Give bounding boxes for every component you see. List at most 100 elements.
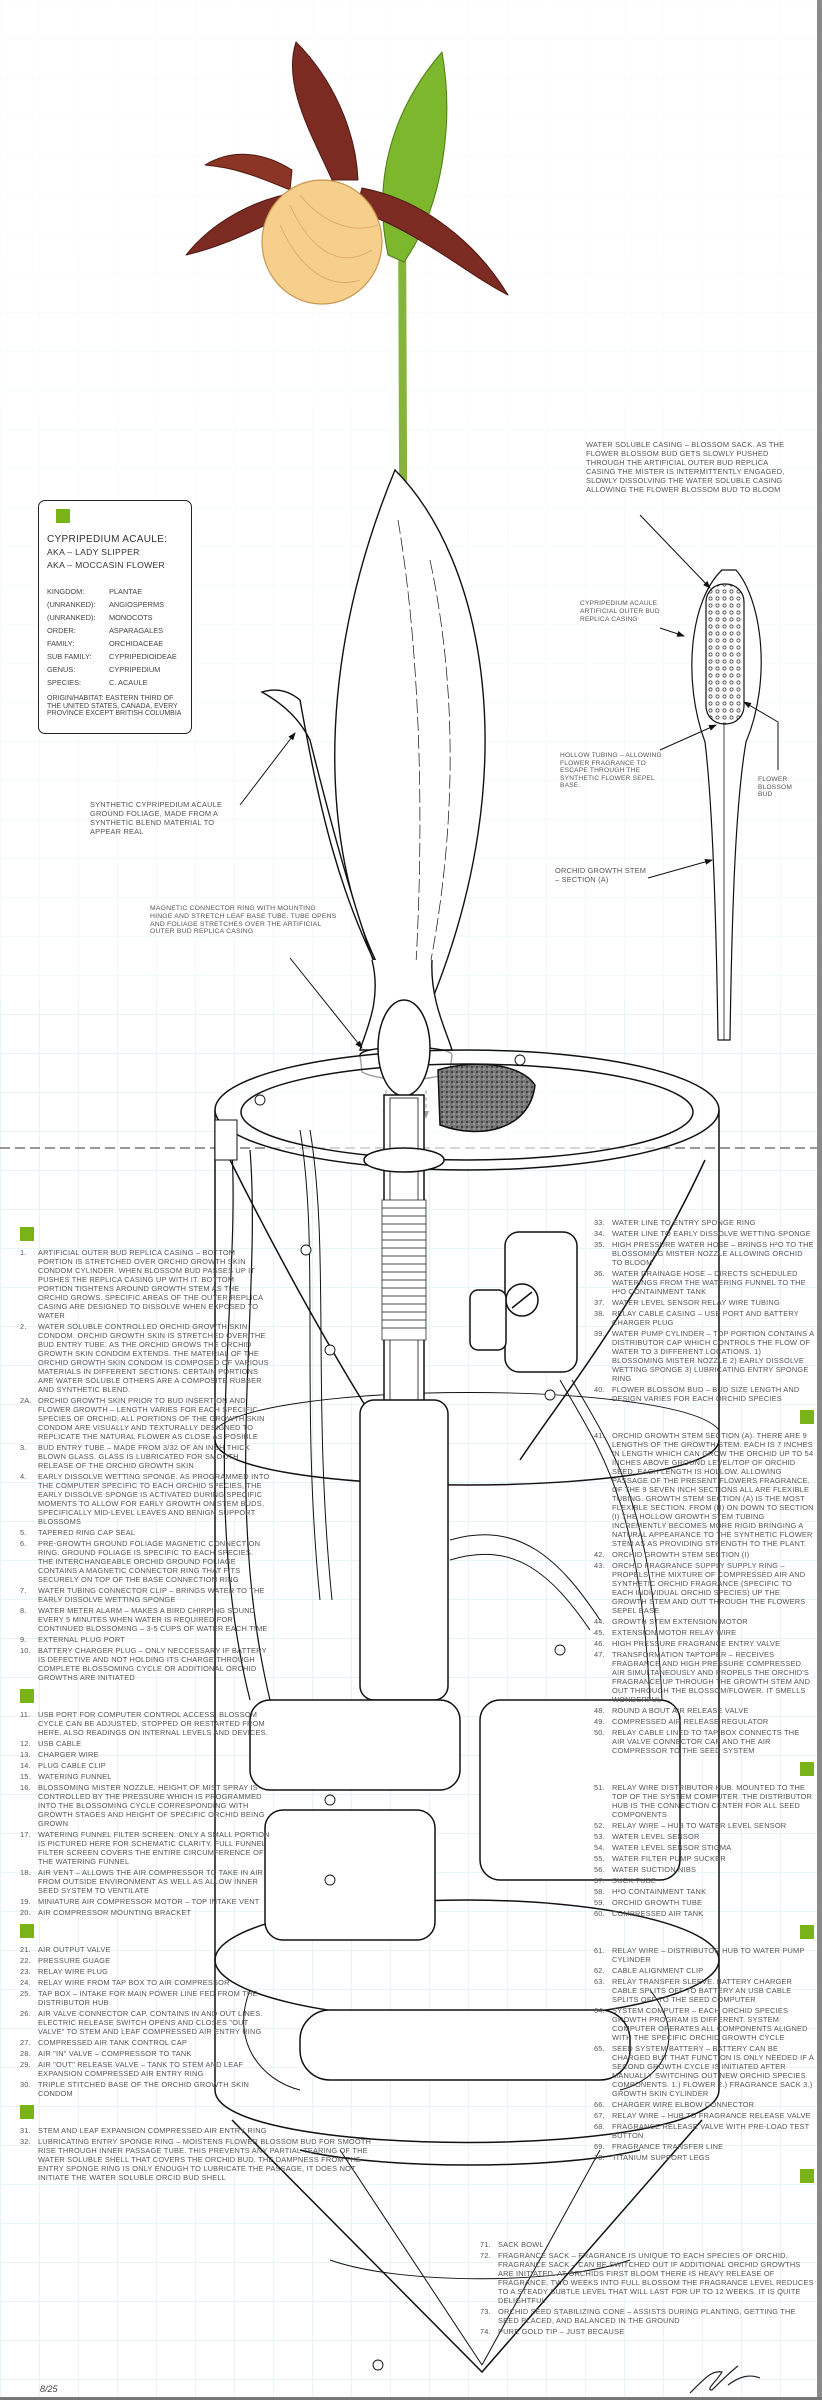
note-number: 56. [594, 1865, 605, 1874]
note-number: 71. [480, 2240, 491, 2249]
note-number: 36. [594, 1269, 605, 1278]
note-text: WATER TUBING CONNECTOR CLIP – BRINGS WAT… [38, 1586, 265, 1604]
note-number: 33. [594, 1218, 605, 1227]
note-number: 46. [594, 1639, 605, 1648]
taxonomy-rank: (UNRANKED): [47, 600, 96, 609]
note-number: 55. [594, 1854, 605, 1863]
note-item: 60.COMPRESSED AIR TANK [594, 1909, 814, 1918]
note-number: 64. [594, 2006, 605, 2015]
note-item: 41.ORCHID GROWTH STEM SECTION (A). THERE… [594, 1431, 814, 1548]
pouch-lip [261, 179, 383, 305]
note-text: FRAGRANCE SACK – FRAGRANCE IS UNIQUE TO … [498, 2251, 814, 2305]
note-number: 9. [20, 1635, 27, 1644]
note-text: USB PORT FOR COMPUTER CONTROL ACCESS. BL… [38, 1710, 269, 1737]
note-item: 34. WATER LINE TO EARLY DISSOLVE WETTING … [594, 1229, 814, 1238]
note-text: CHARGER WIRE ELBOW CONNECTOR [612, 2100, 755, 2109]
green-marker [20, 1689, 34, 1703]
note-item: 9.EXTERNAL PLUG PORT [20, 1635, 270, 1644]
note-number: 69. [594, 2142, 605, 2151]
note-text: RELAY WIRE FROM TAP BOX TO AIR COMPRESSO… [38, 1978, 230, 1987]
note-item: 64. SYSTEM COMPUTER – EACH ORCHID SPECIES… [594, 2006, 814, 2042]
note-item: 71.SACK BOWL [480, 2240, 814, 2249]
note-number: 44. [594, 1617, 605, 1626]
note-item: 13.CHARGER WIRE [20, 1750, 270, 1759]
note-text: TITANIUM SUPPORT LEGS [612, 2153, 710, 2162]
note-item: 72.FRAGRANCE SACK – FRAGRANCE IS UNIQUE … [480, 2251, 814, 2305]
note-text: ROUND A BOUT AIR RELEASE VALVE [612, 1706, 749, 1715]
note-number: 27. [20, 2038, 31, 2047]
note-number: 52. [594, 1821, 605, 1830]
note-number: 6. [20, 1539, 27, 1548]
taxonomy-rank: SPECIES: [47, 678, 82, 687]
note-number: 35. [594, 1240, 605, 1249]
note-text: WATERING FUNNEL FILTER SCREEN. ONLY A SM… [38, 1830, 270, 1866]
note-number: 38. [594, 1309, 605, 1318]
note-item: 55.WATER FILTER PUMP SUCKER [594, 1854, 814, 1863]
note-item: 56.WATER SUCTION NIBS [594, 1865, 814, 1874]
note-number: 29. [20, 2060, 31, 2069]
note-item: 74.PURE GOLD TIP – JUST BECAUSE [480, 2327, 814, 2336]
note-item: 17.WATERING FUNNEL FILTER SCREEN. ONLY A… [20, 1830, 270, 1866]
note-number: 8. [20, 1606, 27, 1615]
green-marker [800, 1762, 814, 1776]
note-item: 11.USB PORT FOR COMPUTER CONTROL ACCESS.… [20, 1710, 270, 1737]
green-marker [20, 2105, 34, 2119]
note-item: 22. PRESSURE GUAGE [20, 1956, 270, 1965]
note-item: 18.AIR VENT – ALLOWS THE AIR COMPRESSOR … [20, 1868, 270, 1895]
note-number: 30. [20, 2080, 31, 2089]
note-number: 74. [480, 2327, 491, 2336]
note-text: H²O CONTAINMENT TANK [612, 1887, 707, 1896]
taxonomy-rank: GENUS: [47, 665, 76, 674]
note-item: 42.ORCHID GROWTH STEM SECTION (I) [594, 1550, 814, 1559]
note-number: 53. [594, 1832, 605, 1841]
green-marker [20, 1227, 34, 1241]
note-text: RELAY TRANSFER SLEEVE. BATTERY CHARGER C… [612, 1977, 793, 2004]
note-text: COMPRESSED AIR TANK CONTROL CAP [38, 2038, 187, 2047]
note-item: 26.AIR VALVE CONNECTOR CAP. CONTAINS IN … [20, 2009, 270, 2036]
note-text: PLUG CABLE CLIP [38, 1761, 106, 1770]
note-number: 25. [20, 1989, 31, 1998]
note-item: 10.BATTERY CHARGER PLUG – ONLY NECCESSAR… [20, 1646, 270, 1682]
note-item: 63.RELAY TRANSFER SLEEVE. BATTERY CHARGE… [594, 1977, 814, 2004]
note-item: 36.WATER DRAINAGE HOSE – DIRECTS SCHEDUL… [594, 1269, 814, 1296]
taxonomy-rank: ORDER: [47, 626, 76, 635]
taxonomy-row: (UNRANKED):ANGIOSPERMS [47, 598, 189, 611]
green-marker [56, 509, 70, 523]
note-item: 61.RELAY WIRE – DISTRIBUTOR HUB TO WATER… [594, 1946, 814, 1964]
note-item: 58.H²O CONTAINMENT TANK [594, 1887, 814, 1896]
note-text: SYSTEM COMPUTER – EACH ORCHID SPECIES GR… [612, 2006, 808, 2042]
note-number: 68. [594, 2122, 605, 2131]
taxonomy-row: ORDER: ASPARAGALES [47, 624, 189, 637]
note-item: 30.TRIPLE STITCHED BASE OF THE ORCHID GR… [20, 2080, 270, 2098]
annotation-growth-stem-a: ORCHID GROWTH STEM – SECTION (A) [555, 866, 647, 884]
note-number: 4. [20, 1472, 27, 1481]
note-number: 15. [20, 1772, 31, 1781]
note-text: MINIATURE AIR COMPRESSOR MOTOR – TOP INT… [38, 1897, 260, 1906]
note-text: RELAY WIRE – HUB TO WATER LEVEL SENSOR [612, 1821, 787, 1830]
note-item: 2.WATER SOLUBLE CONTROLLED ORCHID GROWTH… [20, 1322, 270, 1394]
note-text: WATER LINE TO EARLY DISSOLVE WETTING SPO… [612, 1229, 811, 1238]
taxonomy-row: SUB FAMILY:CYPRIPEDIOIDEAE [47, 650, 189, 663]
note-number: 34. [594, 1229, 605, 1238]
taxonomy-title: CYPRIPEDIUM ACAULE: AKA – LADY SLIPPER A… [47, 533, 189, 572]
note-text: WATER LEVEL SENSOR RELAY WIRE TUBING [612, 1298, 780, 1307]
note-item: 45.EXTENSION MOTOR RELAY WIRE [594, 1628, 814, 1637]
dorsal-sepal [291, 41, 359, 181]
note-number: 39. [594, 1329, 605, 1338]
notes-column-bottom: 71.SACK BOWL 72.FRAGRANCE SACK – FRAGRANC… [480, 2240, 814, 2336]
note-item: 49.COMPRESSED AIR RELEASE REGULATOR [594, 1717, 814, 1726]
taxonomy-value: ASPARAGALES [109, 626, 164, 635]
note-text: RELAY WIRE – DISTRIBUTOR HUB TO WATER PU… [612, 1946, 805, 1964]
note-text: RELAY WIRE – HUB TO FRAGRANCE RELEASE VA… [612, 2111, 811, 2120]
note-item: 50.RELAY CABLE LINED TO TAP BOX CONNECTS… [594, 1728, 814, 1755]
note-number: 19. [20, 1897, 31, 1906]
note-number: 22. [20, 1956, 31, 1965]
note-item: 6.PRE-GROWTH GROUND FOLIAGE MAGNETIC CON… [20, 1539, 270, 1584]
note-number: 48. [594, 1706, 605, 1715]
note-text: PRESSURE GUAGE [38, 1956, 111, 1965]
note-number: 18. [20, 1868, 31, 1877]
note-text: ORCHID FRAGRANCE SUPPLY SUPPLY RING – PR… [612, 1561, 806, 1615]
note-text: FRAGRANCE RELEASE VALVE WITH PRE-LOAD TE… [612, 2122, 810, 2140]
note-number: 13. [20, 1750, 31, 1759]
